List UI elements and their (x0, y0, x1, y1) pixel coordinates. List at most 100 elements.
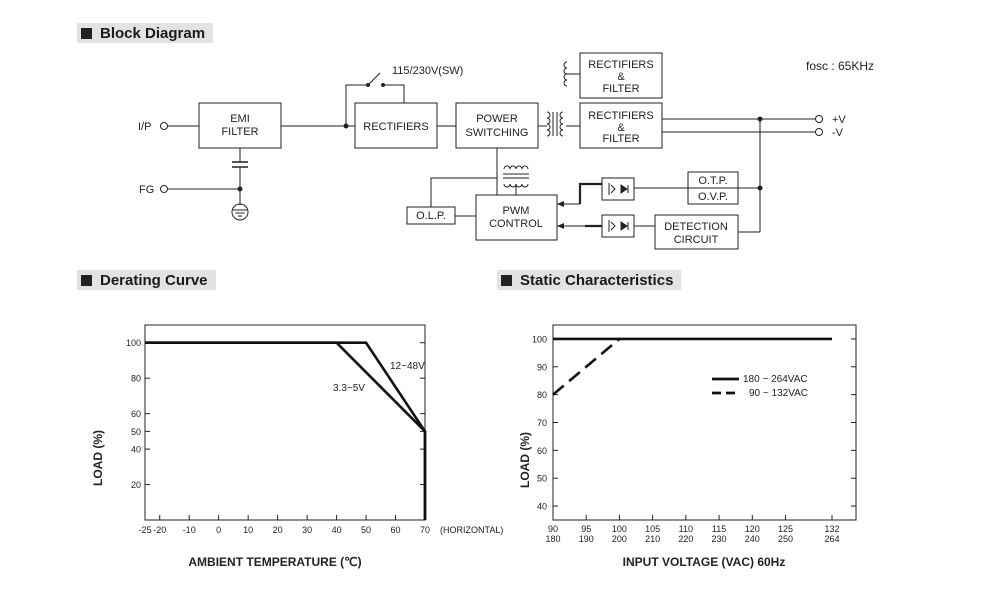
static-y-tick-label: 70 (537, 418, 547, 428)
static-x-tick-label-2: 210 (645, 534, 660, 544)
rf-top-line1: RECTIFIERS (588, 59, 653, 71)
static-x-tick-label-2: 190 (579, 534, 594, 544)
square-bullet-icon (81, 27, 92, 39)
rf-top-line2: & (617, 71, 625, 83)
vplus-label: +V (832, 114, 846, 126)
ground-icon (231, 203, 249, 221)
static-x-tick-label: 95 (581, 524, 591, 534)
vminus-terminal-icon (815, 128, 823, 136)
ovp-block (687, 187, 739, 205)
square-bullet-icon (501, 274, 512, 286)
static-x-tick-label-2: 230 (712, 534, 727, 544)
rf-line2: & (617, 122, 625, 134)
derating-x-tick-label: 50 (361, 525, 371, 535)
derating-curve-title: Derating Curve (100, 271, 208, 289)
derating-y-tick-label: 50 (131, 427, 141, 437)
static-x-tick-label-2: 264 (824, 534, 839, 544)
derating-x-tick-label: -10 (183, 525, 196, 535)
derating-y-axis-label: LOAD (%) (91, 430, 105, 486)
derating-y-tick-label: 80 (131, 374, 141, 384)
rectifiers-label: RECTIFIERS (363, 121, 428, 133)
rf-top-line3: FILTER (602, 83, 639, 95)
static-x-tick-label: 90 (548, 524, 558, 534)
derating-y-tick-label: 100 (126, 338, 141, 348)
legend: 180 ~ 264VAC 90 ~ 132VAC (712, 374, 808, 399)
static-x-tick-label: 115 (712, 524, 726, 534)
optocoupler-icon (608, 183, 629, 195)
derating-x-axis-label: AMBIENT TEMPERATURE (℃) (188, 555, 361, 569)
derating-curve-header: Derating Curve (77, 270, 216, 290)
static-x-tick-label: 132 (824, 524, 839, 534)
vminus-label: -V (832, 127, 844, 139)
transformer-icon (546, 111, 551, 137)
derating-x-note: (HORIZONTAL) (440, 525, 503, 535)
olp-label: O.L.P. (416, 210, 446, 222)
static-x-tick-label: 120 (745, 524, 760, 534)
derating-series-line-1 (145, 341, 427, 520)
ip-terminal-icon (160, 122, 168, 130)
static-y-tick-label: 80 (537, 390, 547, 400)
static-y-tick-label: 50 (537, 474, 547, 484)
optocoupler-icon (608, 220, 629, 232)
static-x-tick-label-2: 240 (745, 534, 760, 544)
ip-label: I/P (138, 121, 151, 133)
series-label-3v3-5v: 3.3~5V (333, 383, 365, 394)
derating-x-tick-label: 60 (391, 525, 401, 535)
pwm-transformer-icon (503, 165, 529, 170)
detection-line2: CIRCUIT (674, 234, 719, 246)
static-x-axis-label: INPUT VOLTAGE (VAC) 60Hz (623, 555, 786, 569)
static-x-tick-label-2: 180 (545, 534, 560, 544)
pwm-line1: PWM (503, 205, 530, 217)
otp-label: O.T.P. (698, 175, 727, 187)
static-y-tick-label: 100 (532, 334, 547, 344)
derating-x-tick-label: -25 (138, 525, 151, 535)
static-x-tick-label: 105 (645, 524, 660, 534)
derating-x-tick-label: 10 (243, 525, 253, 535)
static-x-tick-label: 125 (778, 524, 793, 534)
block-diagram-title: Block Diagram (100, 24, 206, 42)
series-label-12-48v: 12~48V (390, 361, 425, 372)
detection-line1: DETECTION (664, 221, 728, 233)
transformer-top-icon (563, 61, 568, 87)
optocoupler-bottom (601, 214, 635, 238)
rf-line1: RECTIFIERS (588, 110, 653, 122)
fg-label: FG (139, 184, 154, 196)
static-x-tick-label-2: 250 (778, 534, 793, 544)
static-characteristics-header: Static Characteristics (497, 270, 682, 290)
ovp-label: O.V.P. (698, 191, 728, 203)
fg-terminal-icon (160, 185, 168, 193)
derating-y-tick-label: 40 (131, 445, 141, 455)
square-bullet-icon (81, 274, 92, 286)
derating-x-tick-label: 70 (420, 525, 430, 535)
derating-y-tick-label: 60 (131, 409, 141, 419)
static-x-tick-label: 110 (679, 524, 693, 534)
power-switching-block (455, 102, 539, 149)
rectifiers-filter-top-block (579, 52, 663, 99)
legend-label-90-132: 90 ~ 132VAC (749, 388, 808, 399)
static-series-line-1 (552, 337, 621, 396)
derating-x-tick-label: -20 (153, 525, 166, 535)
static-y-tick-label: 60 (537, 446, 547, 456)
static-y-tick-label: 40 (537, 502, 547, 512)
derating-x-tick-label: 20 (273, 525, 283, 535)
power-line1: POWER (476, 113, 518, 125)
block-diagram-header: Block Diagram (77, 23, 214, 43)
power-line2: SWITCHING (466, 127, 529, 139)
derating-y-tick-label: 20 (131, 480, 141, 490)
static-y-axis-label: LOAD (%) (518, 432, 532, 488)
static-x-tick-label: 100 (612, 524, 627, 534)
switch-label: 115/230V(SW) (392, 65, 463, 77)
emi-line2: FILTER (221, 126, 258, 138)
switch-icon (368, 72, 381, 85)
rf-line3: FILTER (602, 133, 639, 145)
derating-x-tick-label: 30 (302, 525, 312, 535)
fosc-label: fosc : 65KHz (806, 59, 874, 73)
optocoupler-top (601, 177, 635, 201)
derating-plot-frame (144, 324, 426, 521)
static-y-tick-label: 90 (537, 362, 547, 372)
block-diagram (160, 52, 823, 250)
derating-x-tick-label: 0 (216, 525, 221, 535)
